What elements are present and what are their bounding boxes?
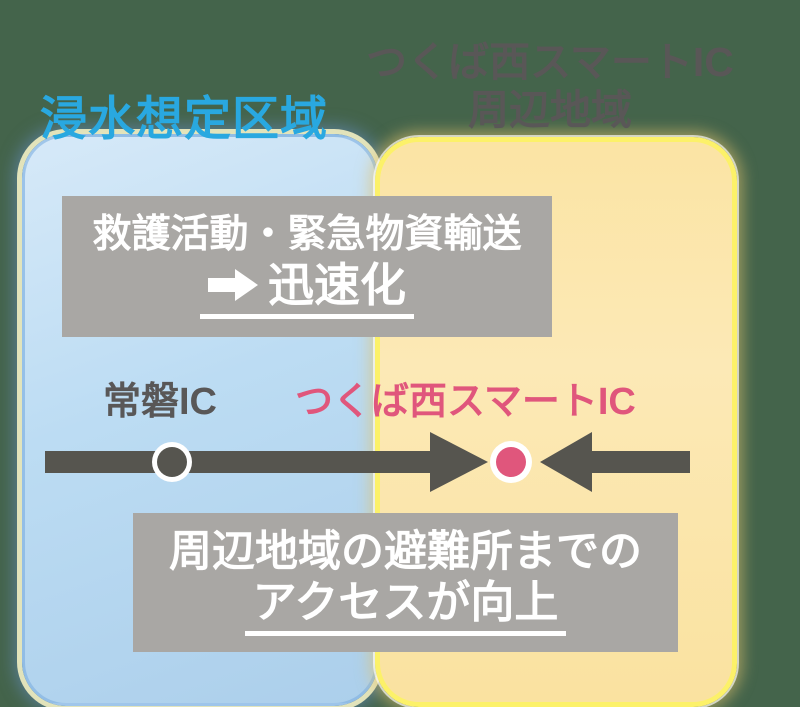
- smart-ic-area-title-line1: つくば西スマートIC: [366, 39, 734, 85]
- rescue-box-underlined: 迅速化: [200, 259, 414, 320]
- right-arrow-icon: [208, 269, 258, 302]
- route-arrow-left-head: [540, 432, 592, 492]
- tsukuba-west-smart-ic-label: つくば西スマートIC: [295, 381, 636, 423]
- access-box-line1: 周辺地域の避難所までの: [169, 528, 642, 577]
- jouban-ic-dot: [157, 447, 187, 477]
- route-arrow-left-shaft: [592, 451, 690, 473]
- access-box-keyword: アクセスが向上: [252, 577, 559, 627]
- access-box-line2: アクセスが向上: [244, 577, 567, 636]
- tsukuba-west-smart-ic-dot: [496, 447, 526, 477]
- rescue-box-line2: 迅速化: [200, 259, 414, 320]
- smart-ic-area-title-line2: 周辺地域: [468, 87, 632, 134]
- rescue-box-line1: 救護活動・緊急物資輸送: [92, 212, 522, 256]
- rescue-box-keyword: 迅速化: [268, 259, 406, 312]
- shelter-access-box: 周辺地域の避難所までの アクセスが向上: [133, 513, 678, 652]
- route-arrows-graphic: [45, 432, 690, 492]
- access-box-underlined: アクセスが向上: [244, 577, 567, 636]
- rescue-speedup-box: 救護活動・緊急物資輸送 迅速化: [62, 196, 552, 337]
- route-arrow-right-shaft: [45, 451, 430, 473]
- jouban-ic-label: 常磐IC: [102, 381, 217, 423]
- flood-zone-title: 浸水想定区域: [40, 92, 328, 145]
- smart-ic-area-title: つくば西スマートIC 周辺地域: [362, 38, 738, 135]
- route-arrow-right-head: [430, 432, 488, 492]
